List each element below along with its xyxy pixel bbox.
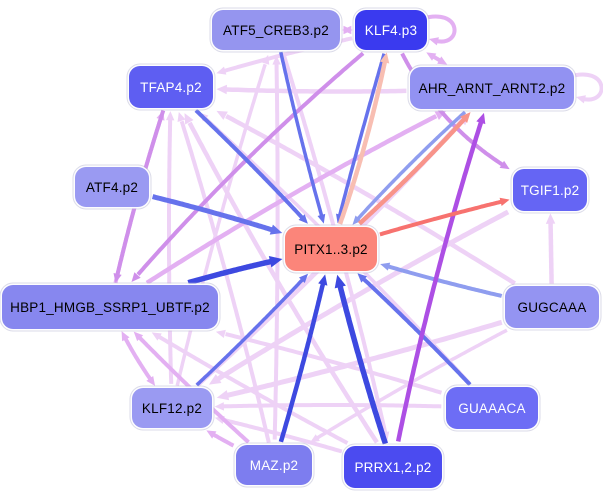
node-label: GUAAACA: [458, 400, 526, 416]
edge-prrx-ahr[interactable]: [395, 112, 486, 442]
edge-prrx-pitx[interactable]: [334, 274, 389, 445]
node-klf12[interactable]: KLF12.p2: [132, 388, 212, 428]
node-atf5[interactable]: ATF5_CREB3.p2: [212, 10, 340, 50]
node-guaaaca[interactable]: GUAAACA: [446, 387, 538, 429]
node-gugcaaa[interactable]: GUGCAAA: [505, 286, 599, 328]
node-label: PITX1..3.p2: [294, 241, 368, 257]
edge-guaaaca-hbp1[interactable]: [215, 329, 443, 395]
node-label: HBP1_HMGB_SSRP1_UBTF.p2: [10, 299, 210, 315]
edge-gugcaaa-klf12[interactable]: [216, 319, 503, 401]
edge-maz-atf5[interactable]: [272, 55, 281, 440]
edge-tfap4-pitx[interactable]: [194, 108, 308, 224]
node-label: PRRX1,2.p2: [354, 459, 432, 475]
edge-klf4-ahr[interactable]: [426, 52, 448, 65]
edge-hbp1-klf12[interactable]: [121, 331, 156, 386]
node-maz[interactable]: MAZ.p2: [236, 445, 312, 485]
edge-klf12-pitx[interactable]: [195, 273, 309, 387]
node-atf4[interactable]: ATF4.p2: [75, 167, 149, 207]
edge-prrx-hbp1[interactable]: [151, 332, 349, 445]
edge-hbp1-pitx[interactable]: [187, 256, 283, 286]
node-label: AHR_ARNT_ARNT2.p2: [418, 80, 566, 96]
edge-gugcaaa-pitx[interactable]: [380, 262, 503, 298]
node-ahr[interactable]: AHR_ARNT_ARNT2.p2: [410, 67, 574, 109]
edge-gugcaaa-tgif1[interactable]: [545, 213, 556, 284]
node-label: KLF12.p2: [141, 400, 203, 416]
edge-atf5-klf4[interactable]: [342, 25, 353, 35]
edge-maz-pitx[interactable]: [278, 274, 328, 443]
edge-gugcaaa-tfap4[interactable]: [216, 110, 516, 286]
edge-tgif1-klf12[interactable]: [208, 209, 510, 385]
edge-atf5-pitx[interactable]: [279, 51, 326, 224]
node-label: TFAP4.p2: [140, 79, 202, 95]
node-prrx[interactable]: PRRX1,2.p2: [344, 446, 442, 488]
node-tgif1[interactable]: TGIF1.p2: [513, 169, 587, 211]
node-label: GUGCAAA: [517, 299, 587, 315]
edge-maz-klf12[interactable]: [206, 430, 235, 448]
node-hbp1[interactable]: HBP1_HMGB_SSRP1_UBTF.p2: [2, 285, 218, 329]
node-label: ATF4.p2: [85, 179, 139, 195]
node-label: MAZ.p2: [249, 457, 299, 473]
edge-guaaaca-pitx[interactable]: [357, 273, 472, 386]
node-label: TGIF1.p2: [520, 182, 580, 198]
node-label: KLF4.p3: [364, 22, 418, 38]
edge-ahr-pitx[interactable]: [352, 110, 467, 225]
node-klf4[interactable]: KLF4.p3: [355, 10, 427, 50]
edge-prrx-tfap4[interactable]: [184, 113, 379, 444]
edge-pitx-tgif1[interactable]: [379, 197, 510, 237]
edge-pitx-ahr[interactable]: [357, 112, 471, 226]
edge-atf4-pitx[interactable]: [151, 194, 283, 235]
node-tfap4[interactable]: TFAP4.p2: [129, 66, 213, 108]
node-label: ATF5_CREB3.p2: [223, 22, 329, 38]
node-pitx[interactable]: PITX1..3.p2: [285, 227, 377, 271]
edge-klf12-tfap4[interactable]: [165, 111, 175, 384]
edge-pitx-klf4[interactable]: [337, 52, 390, 225]
edge-klf4-klf4[interactable]: [420, 14, 457, 46]
edge-klf12-atf5[interactable]: [175, 54, 270, 387]
edge-ahr-ahr[interactable]: [567, 72, 603, 104]
